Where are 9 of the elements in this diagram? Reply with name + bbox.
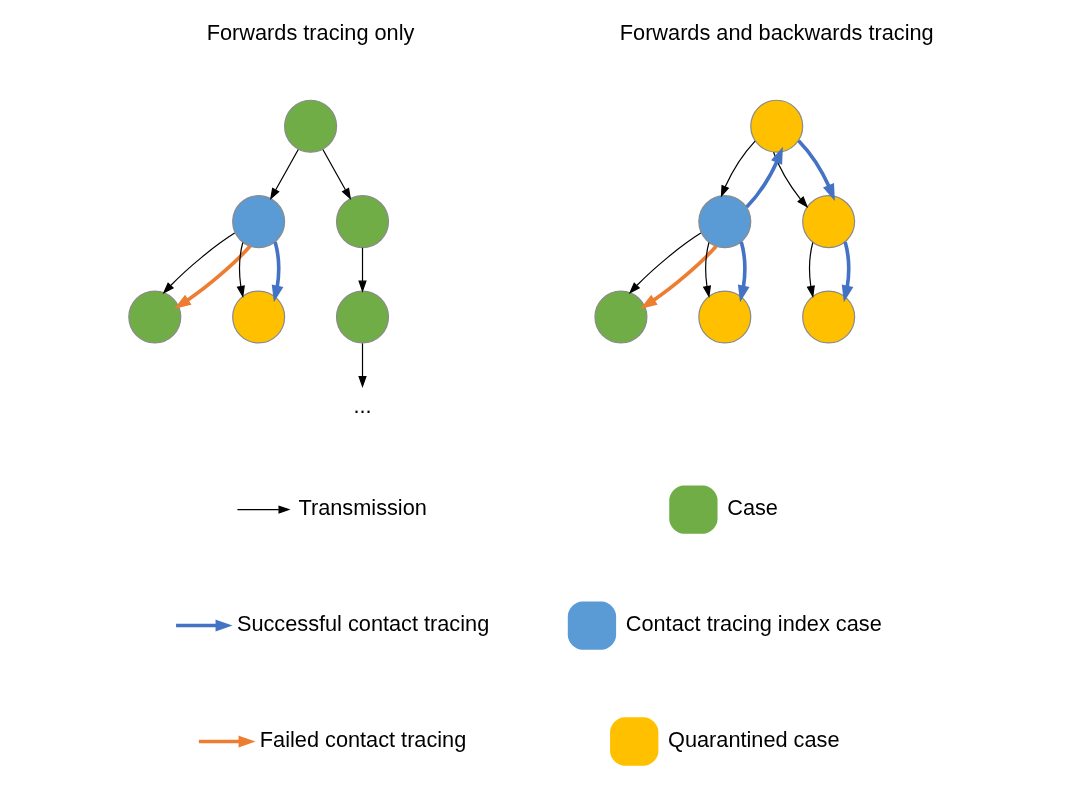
label: Forwards and backwards tracing (619, 20, 934, 46)
legend-label: Contact tracing index case (625, 610, 882, 636)
node-text: ... (353, 393, 372, 419)
label: Forwards tracing only (206, 20, 415, 46)
legend-label: Case (727, 494, 778, 520)
legend-label: Failed contact tracing (259, 726, 467, 752)
legend-label: Successful contact tracing (236, 610, 490, 636)
legend-label: Transmission (298, 494, 427, 520)
legend-label: Quarantined case (668, 726, 840, 752)
